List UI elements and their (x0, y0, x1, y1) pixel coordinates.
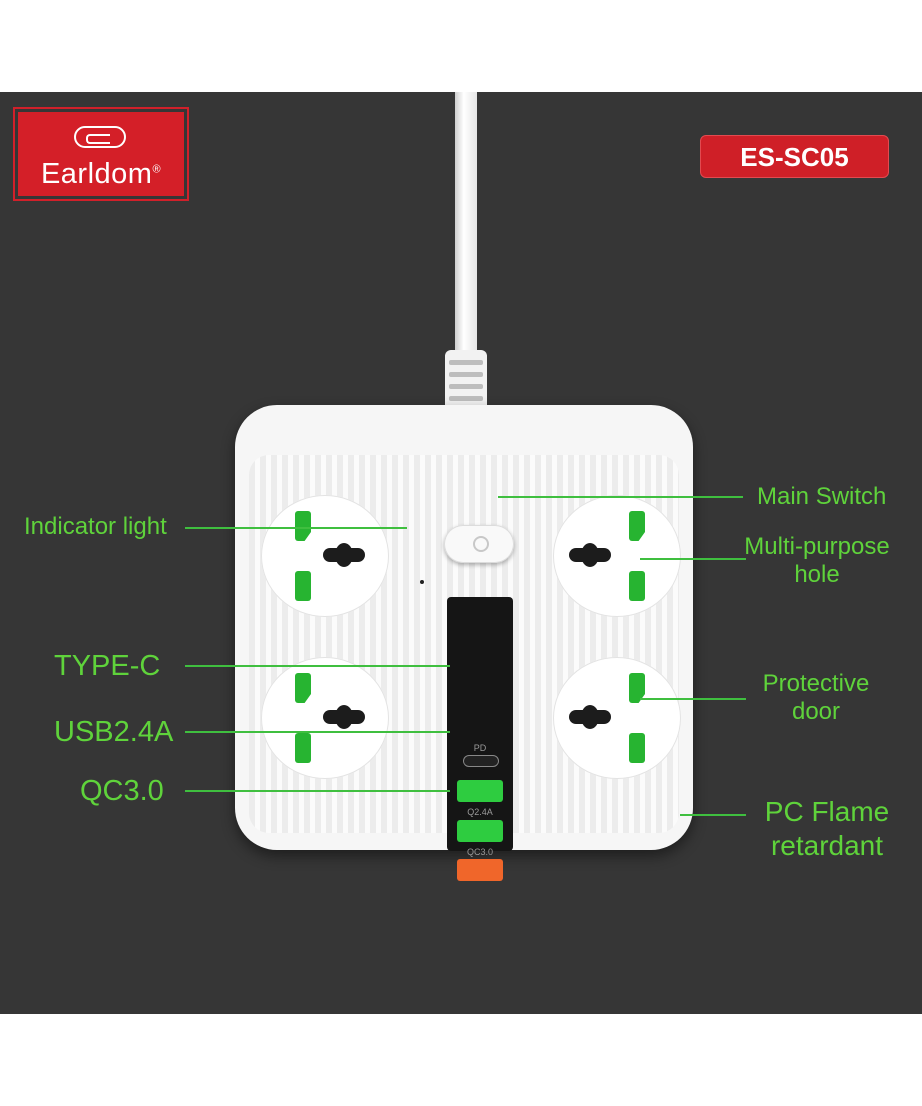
registered-mark: ® (152, 163, 162, 176)
brand-name: Earldom (40, 158, 153, 190)
usb-port-2[interactable] (457, 820, 503, 842)
model-badge: ES-SC05 (700, 135, 889, 178)
usb-port-label: Q2.4A (467, 807, 493, 817)
usb-port-1[interactable] (457, 780, 503, 802)
callout-line-usb (185, 731, 450, 733)
brand-logo: Earldom® (13, 107, 189, 201)
socket-bottom-right (553, 657, 681, 779)
power-strip: PD Q2.4A QC3.0 (235, 405, 693, 881)
callout-line-main-switch (498, 496, 743, 498)
callout-line-multi-purpose (640, 558, 746, 560)
callout-line-protective (640, 698, 746, 700)
qc-port-label: QC3.0 (466, 847, 493, 857)
socket-top-right (553, 495, 681, 617)
callout-line-pc-flame (680, 814, 746, 816)
callout-line-indicator (185, 527, 407, 529)
label-main-switch: Main Switch (757, 483, 887, 510)
label-type-c: TYPE-C (54, 650, 161, 682)
socket-top-left (261, 495, 389, 617)
product-photo-panel: Earldom® ES-SC05 (0, 92, 922, 1014)
socket-bottom-left (261, 657, 389, 779)
qc-port[interactable] (457, 859, 503, 881)
label-protective-door: Protective door (762, 670, 870, 725)
label-indicator-light: Indicator light (24, 513, 167, 540)
callout-line-qc (185, 790, 450, 792)
type-c-port[interactable] (463, 755, 499, 767)
ribbed-top-panel: PD Q2.4A QC3.0 (249, 455, 681, 881)
main-power-switch[interactable] (444, 525, 514, 563)
indicator-light (420, 580, 424, 584)
charging-port-strip: PD Q2.4A QC3.0 (447, 597, 513, 881)
pd-port-label: PD (473, 743, 487, 753)
cable-strain-relief (445, 350, 487, 410)
label-qc: QC3.0 (80, 775, 164, 807)
label-multi-purpose: Multi-purpose hole (744, 533, 890, 588)
power-icon (473, 536, 489, 552)
power-cable (455, 92, 477, 354)
earldom-logo-icon (74, 126, 126, 148)
callout-line-type-c (185, 665, 450, 667)
label-pc-flame: PC Flame retardant (764, 796, 890, 861)
label-usb: USB2.4A (54, 716, 174, 748)
